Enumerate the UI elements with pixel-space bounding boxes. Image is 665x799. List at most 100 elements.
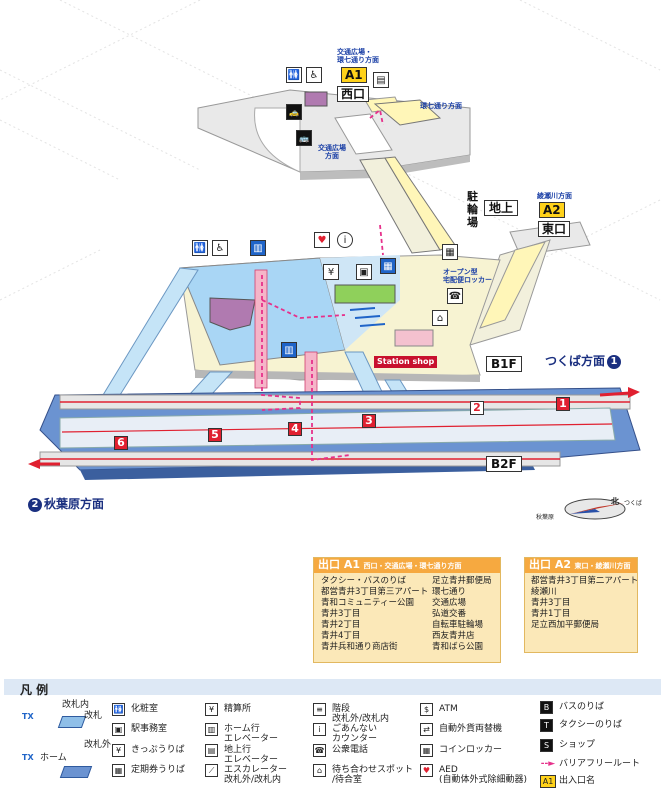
exit-a2-destination: 青井3丁目 [531,598,571,608]
bus-icon: B [540,701,553,714]
waiting-icon[interactable]: ⌂ [432,310,448,326]
exit-a2-note: 綾瀬川方面 [537,192,572,200]
barrier-free-route [261,108,384,462]
legend-label: AED (自動体外式除細動器) [439,765,528,785]
exit-a1-destination: 青井兵和通り商店街 [321,642,398,652]
platform-elevator-b1-icon[interactable]: ▥ [281,342,297,358]
exit-a1-destination: 足立青井郵便局 [432,576,492,586]
restroom-b1-icon[interactable]: 🚻 [192,240,208,256]
stairs-icon: ≡ [313,703,326,716]
exit-a1-info-header: 出口 A1 西口・交通広場・環七通り方面 [314,558,500,573]
barrier-free-icon: --► [540,759,556,769]
aed-icon[interactable]: ♥ [314,232,330,248]
exit-a2-info-subtitle: 東口・綾瀬川方面 [574,562,631,570]
legend-label: 公衆電話 [332,745,369,755]
direction-akihabara-label: 秋葉原方面 [44,497,105,511]
compass-tsukuba: つくば [624,500,643,507]
track-1: 1 [556,397,570,411]
legend-label: 階段 改札外/改札内 [332,704,390,724]
restroom-icon[interactable]: 🚻 [286,67,302,83]
ground-elevator-icon[interactable]: ▤ [373,72,389,88]
exit-a1-name[interactable]: 西口 [337,86,370,102]
legend-title: 凡 例 [20,683,49,697]
compass-north: 北 [611,497,619,506]
exit-a2-info: 出口 A2 東口・綾瀬川方面 都営青井3丁目第二アパート綾瀬川青井3丁目青井1丁… [524,557,638,653]
exit-a1-destination: 環七通り [432,587,467,597]
exit-a1-destination: 弘道交番 [432,609,467,619]
legend-gate-outside: 改札外 [84,740,112,750]
pass-icon: ▦ [112,764,125,777]
info-icon[interactable]: i [337,232,353,248]
track-direction-arrows [28,387,640,469]
fare-adjust-icon[interactable]: ¥ [323,264,339,280]
stairs-a1 [359,99,456,254]
exit-a1-note: 交通広場・ 環七通り方面 [337,48,379,64]
tx-logo-1: TX [22,712,34,721]
legend-label: 出入口名 [559,776,596,786]
legend-gate-inside: 改札内 [62,700,90,710]
tx-logo-2: TX [22,753,34,762]
station-office-icon: ▣ [112,723,125,736]
gate-illustration [57,716,87,728]
legend-label: 化粧室 [131,704,159,714]
track-5: 5 [208,428,222,442]
compass-akihabara: 秋葉原 [536,514,555,521]
coin-locker-icon: ▦ [420,744,433,757]
shop-icon: S [540,739,553,752]
exit-a2-info-title: 出口 A2 [529,558,571,571]
exit-name-icon: A1 [540,775,556,788]
legend-label: 待ち合わせスポット /待合室 [332,765,414,785]
exit-a1-destination: 青井3丁目 [321,609,361,619]
exit-a2-destination: 綾瀬川 [531,587,557,597]
pass-icon[interactable]: ▦ [380,258,396,274]
legend-label: 駅事務室 [131,724,168,734]
exit-a2-name[interactable]: 東口 [538,221,571,237]
platform-illustration [59,766,93,778]
legend-label: ホーム行 エレベーター [224,724,279,744]
taxi-icon: T [540,719,553,732]
exit-a2-destination: 青井1丁目 [531,609,571,619]
b2f-platform [39,387,641,480]
waiting-icon: ⌂ [313,764,326,777]
legend-label: ATM [439,704,458,714]
exit-a1-destination: 交通広場 [432,598,467,608]
track-3: 3 [362,414,376,428]
exit-a1-info-subtitle: 西口・交通広場・環七通り方面 [363,562,462,570]
restroom-icon: 🚻 [112,703,125,716]
exit-a1-destination: 青井2丁目 [321,620,361,630]
compass [564,498,626,520]
floor-b1f: B1F [486,356,522,372]
exit-a2-code[interactable]: A2 [539,202,565,218]
exit-a1-destination: 自転車駐輪場 [432,620,484,630]
exit-a1-code[interactable]: A1 [341,67,367,83]
atm-icon: $ [420,703,433,716]
bus-icon[interactable]: 🚌 [296,130,312,146]
escalator-icon: ⟋ [205,764,218,777]
platform-elevator-icon[interactable]: ▥ [250,240,266,256]
label-churin: 駐 輪 場 [467,190,478,229]
legend-home: ホーム [40,753,67,763]
aed-icon: ♥ [420,764,433,777]
legend-label: ごあんない カウンター [332,724,378,744]
taxi-icon[interactable]: 🚕 [286,104,302,120]
exit-a1-info: 出口 A1 西口・交通広場・環七通り方面 タクシー・バスのりば都営青井3丁目第三… [313,557,501,663]
exit-a2-destination: 都営青井3丁目第二アパート [531,576,639,586]
station-shop-sign[interactable]: Station shop [374,356,438,368]
legend-label: バリアフリールート [559,759,641,769]
floor-ground: 地上 [484,200,519,216]
phone-icon[interactable]: ☎ [447,288,463,304]
floor-b2f: B2F [486,456,522,472]
coin-locker-icon[interactable]: ▦ [442,244,458,260]
wheelchair-icon: ♿ [306,67,322,83]
direction-tsukuba-num: 1 [607,354,622,369]
legend-label: エスカレーター 改札外/改札内 [224,765,288,785]
legend-label: バスのりば [559,702,605,712]
legend-gate: 改札 [84,711,103,721]
legend-label: コインロッカー [439,745,503,755]
legend-label: 地上行 エレベーター [224,745,279,765]
exit-a2-info-col1: 都営青井3丁目第二アパート綾瀬川青井3丁目青井1丁目足立西加平郵便局 [531,576,638,631]
legend-label: 精算所 [224,704,252,714]
exit-a1-destination: 都営青井3丁目第三アパート [321,587,429,597]
